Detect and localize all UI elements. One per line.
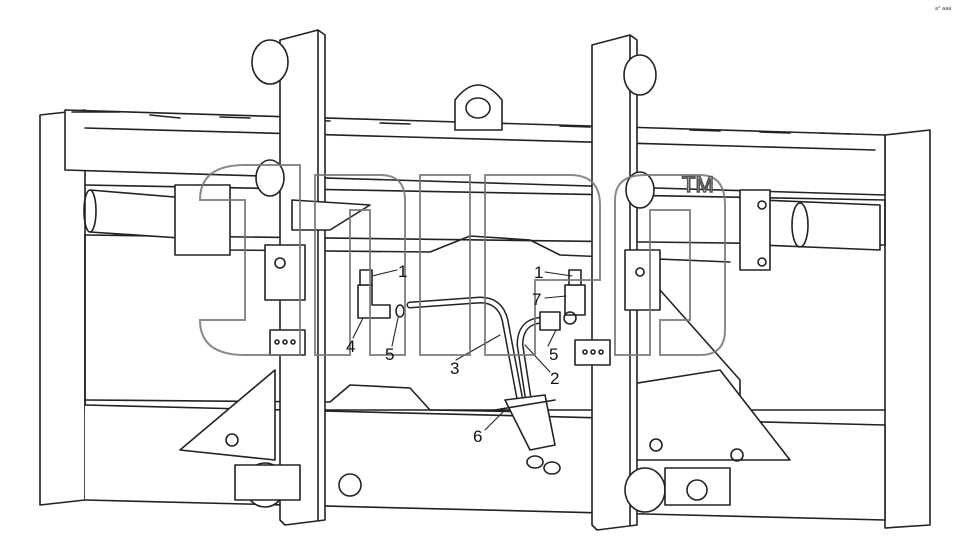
part-label-3: 3 xyxy=(450,359,459,378)
lifting-eye xyxy=(454,84,503,131)
corner-mark: a° aaa xyxy=(935,6,951,12)
left-fork-arm xyxy=(234,29,371,526)
part-label-5-right: 5 xyxy=(549,345,558,364)
part-label-2: 2 xyxy=(550,369,559,388)
trademark-mark: TM xyxy=(682,172,714,197)
part-label-6: 6 xyxy=(473,427,482,446)
right-cylinder xyxy=(739,189,881,271)
part-label-1-left: 1 xyxy=(398,262,407,281)
watermark-logo xyxy=(198,164,726,356)
part-label-7: 7 xyxy=(532,290,541,309)
part-label-1-right: 1 xyxy=(534,263,543,282)
left-cylinder xyxy=(83,184,231,256)
part-label-5-left: 5 xyxy=(385,345,394,364)
part-labels: 1 1 7 4 5 5 3 2 6 xyxy=(346,262,559,446)
part-label-4: 4 xyxy=(346,337,355,356)
